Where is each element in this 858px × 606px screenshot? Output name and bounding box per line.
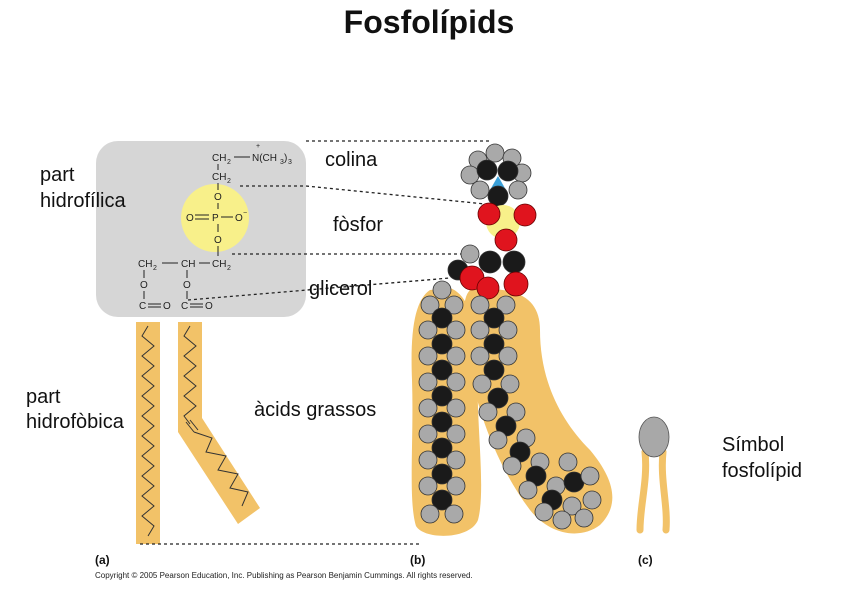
chemical-structure: CH 2 + N(CH 3 ) 3 CH 2 O O P O − O CH 2 …	[138, 143, 292, 312]
nme3-paren: )	[284, 153, 287, 164]
space-filling-model	[411, 143, 613, 536]
panel-label-b: (b)	[410, 553, 426, 567]
hydrophobic-label-line1: part	[26, 386, 61, 408]
tail-right-zigzag	[183, 325, 197, 425]
tail-right-a	[178, 322, 260, 524]
ch2-sub-2: 2	[227, 178, 231, 185]
right-chain	[470, 295, 602, 530]
symbol-label-line2: fosfolípid	[722, 460, 803, 482]
hydrophobic-label-line2: hidrofòbica	[26, 411, 124, 433]
carbonyl-c-left: C	[139, 301, 146, 312]
oxygen-1: O	[214, 192, 222, 203]
glycerol-label: glicerol	[309, 278, 373, 300]
phosphate-circle	[181, 184, 249, 252]
ester-oxygen-left: O	[140, 280, 148, 291]
page-title: Fosfolípids	[343, 4, 515, 40]
choline-label: colina	[325, 149, 378, 171]
symbol-label-line1: Símbol	[722, 434, 785, 456]
glycerol-ch2-left: CH	[138, 259, 152, 270]
phosphorus: P	[212, 213, 219, 224]
carbonyl-c-right: C	[181, 301, 188, 312]
oxygen-double: O	[186, 213, 194, 224]
ester-oxygen-right: O	[183, 280, 191, 291]
ch2-label-2: CH	[212, 172, 226, 183]
carbonyl-o-left: O	[163, 301, 171, 312]
minus-sign: −	[243, 210, 247, 217]
left-chain	[418, 280, 466, 524]
nme3-label: N(CH	[252, 153, 277, 164]
glycerol-ch2-right: CH	[212, 259, 226, 270]
n-plus: +	[256, 143, 260, 150]
carbonyl-o-right: O	[205, 301, 213, 312]
glycerol-sub-left: 2	[153, 265, 157, 272]
glycerol-ch: CH	[181, 259, 195, 270]
ch2-label-1: CH	[212, 153, 226, 164]
phosphate-label: fòsfor	[333, 214, 384, 236]
oxygen-minus: O	[235, 213, 243, 224]
fatty-acids-label: àcids grassos	[254, 399, 377, 421]
nme3-sub-3: 3	[288, 159, 292, 166]
tail-left-zigzag	[141, 325, 155, 537]
tail-left-a	[136, 322, 160, 544]
oxygen-2: O	[214, 235, 222, 246]
panel-label-a: (a)	[95, 553, 110, 567]
hydrophilic-label-line2: hidrofílica	[40, 190, 126, 212]
nme3-sub: 3	[280, 159, 284, 166]
hydrophilic-label-line1: part	[40, 164, 75, 186]
panel-label-c: (c)	[638, 553, 653, 567]
tail-right-zigzag-bent	[193, 431, 249, 507]
connector-lines	[140, 140, 490, 545]
phospholipid-symbol	[636, 416, 670, 534]
ch2-sub-1: 2	[227, 159, 231, 166]
copyright-notice: Copyright © 2005 Pearson Education, Inc.…	[95, 571, 473, 580]
glycerol-sub-right: 2	[227, 265, 231, 272]
